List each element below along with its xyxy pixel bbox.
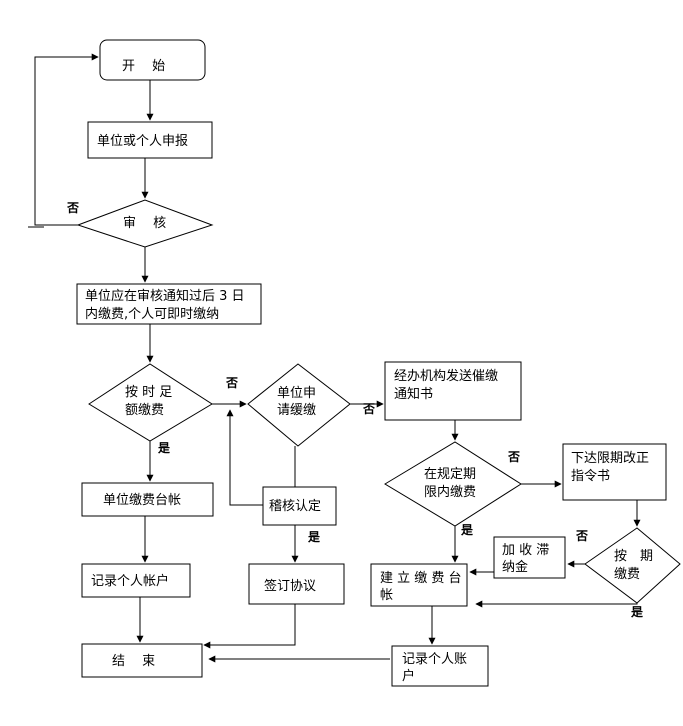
node-notify: 单位应在审核通知过后 3 日 内缴费,个人可即时缴纳 [76,283,262,325]
node-penalty: 加 收 滞 纳金 [493,536,566,579]
connectors [28,53,641,663]
node-audit-label: 稽核认定 [269,499,321,514]
node-start: 开 始 [99,39,206,81]
label-defer-no: 否 [362,402,375,416]
node-order-line2: 指令书 [571,469,610,484]
node-buildledger-line1: 建 立 缴 费 台 [380,571,462,586]
node-notify-line1: 单位应在审核通知过后 3 日 [85,288,245,304]
node-urge-line2: 通知书 [394,386,433,402]
node-record-label: 记录个人帐户 [91,573,169,589]
node-inperiod: 在规定期 限内缴费 [384,441,522,527]
edge-audit-back [226,409,263,506]
node-apply-label: 单位或个人申报 [97,134,188,149]
node-review: 审 核 [76,199,214,248]
node-sign: 签订协议 [248,563,345,605]
node-end-label: 结 束 [112,654,155,669]
node-notify-line2: 内缴费,个人可即时缴纳 [85,306,219,322]
node-buildledger-line2: 帐 [380,588,393,603]
node-record2: 记录个人账 户 [391,645,489,687]
node-ontime: 按 期 缴费 [584,527,681,604]
node-defer-line1: 单位申 [277,386,316,401]
node-review-label: 审 核 [123,216,166,231]
node-end: 结 束 [81,643,203,678]
label-ontime-no: 否 [575,529,588,543]
node-penalty-line2: 纳金 [502,559,528,575]
node-inperiod-line1: 在规定期 [424,467,476,482]
node-fullpay-line2: 额缴费 [125,403,164,418]
node-penalty-line1: 加 收 滞 [502,543,549,558]
node-ledger-label: 单位缴费台帐 [103,493,181,508]
edge-labels: 否 否 否 是 是 否 是 否 是 [66,201,644,619]
label-review-no: 否 [66,201,79,215]
label-inperiod-no: 否 [507,450,520,464]
node-order-line1: 下达限期改正 [571,451,649,466]
node-ledger: 单位缴费台帐 [81,482,214,517]
node-order: 下达限期改正 指令书 [562,443,667,501]
node-apply: 单位或个人申报 [87,121,213,159]
node-urge-line1: 经办机构发送催缴 [394,368,498,384]
node-defer-line2: 请缓缴 [277,403,316,418]
edge-ontime-build [475,600,638,608]
label-ontime-yes: 是 [630,605,644,619]
node-inperiod-line2: 限内缴费 [424,484,476,500]
label-audit-yes: 是 [307,530,321,544]
label-fullpay-no: 否 [225,376,238,390]
node-ontime-line2: 缴费 [614,567,640,582]
node-urge: 经办机构发送催缴 通知书 [384,361,522,421]
node-start-label: 开 始 [122,59,165,74]
node-sign-label: 签订协议 [264,578,316,594]
node-ontime-line1: 按 期 [614,549,653,564]
node-record2-line1: 记录个人账 [402,652,467,667]
node-record: 记录个人帐户 [81,563,191,598]
label-inperiod-yes: 是 [460,523,474,537]
node-defer: 单位申 请缓缴 [247,363,351,447]
edge-sign-end [203,604,296,649]
node-audit: 稽核认定 [262,486,337,526]
node-fullpay-line1: 按 时 足 [125,385,172,400]
node-record2-line2: 户 [402,668,415,684]
node-fullpay: 按 时 足 额缴费 [88,363,213,442]
label-fullpay-yes: 是 [157,441,171,455]
edge-review-no-loop [34,53,99,226]
node-buildledger: 建 立 缴 费 台 帐 [370,563,468,607]
